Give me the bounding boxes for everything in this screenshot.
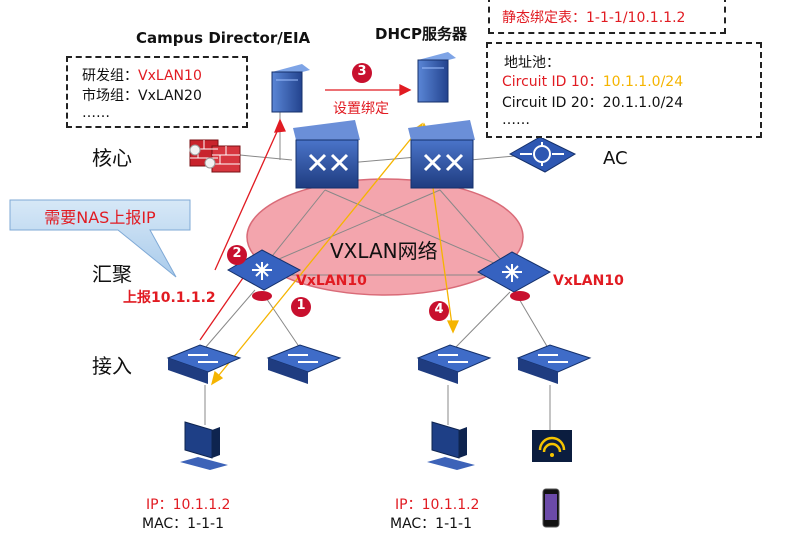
group-line-1: 研发组：VxLAN10	[82, 65, 202, 85]
dhcp-server-label: DHCP服务器	[375, 25, 468, 43]
ac-controller-icon	[508, 136, 577, 173]
pool-line-3: ……	[502, 112, 530, 128]
host-left-ip: IP：10.1.1.2	[146, 497, 231, 513]
host-right-mac: MAC：1-1-1	[390, 516, 473, 532]
group-line-1-value: VxLAN10	[138, 68, 202, 84]
aggregation-switch-right-icon	[476, 251, 552, 301]
access-switch-3-icon	[416, 344, 492, 384]
host-left-mac: MAC：1-1-1	[142, 516, 225, 532]
dhcp-server-icon	[417, 52, 456, 103]
access-switch-4-icon	[516, 344, 592, 384]
set-binding-arrow	[325, 83, 412, 97]
pool-title: 地址池：	[504, 55, 560, 71]
step-marker-2	[227, 245, 247, 265]
core-switch-left-icon	[293, 120, 360, 189]
step-marker-3	[352, 63, 372, 83]
campus-director-server-icon	[271, 64, 310, 113]
step-4-label: 4	[434, 302, 444, 317]
group-box: 研发组：VxLAN10 市场组：VxLAN20 ……	[66, 56, 248, 128]
set-binding-label: 设置绑定	[333, 101, 389, 117]
vxlan-left-label: VxLAN10	[296, 273, 367, 289]
core-switch-right-icon	[408, 120, 475, 189]
ac-label: AC	[603, 148, 628, 169]
access-switch-1-icon	[166, 344, 242, 384]
pool-line-1-label: Circuit ID 10：	[502, 74, 603, 90]
step-marker-1	[291, 297, 311, 317]
vxlan-network-label: VXLAN网络	[330, 239, 438, 263]
group-line-3: ……	[82, 105, 110, 121]
pc-left-icon	[180, 421, 228, 470]
host-right-ip: IP：10.1.1.2	[395, 497, 480, 513]
pool-line-1-value: 10.1.1.0/24	[602, 74, 684, 90]
step-3-label: 3	[357, 64, 367, 79]
address-pool-box: 地址池： Circuit ID 10：10.1.1.0/24 Circuit I…	[486, 42, 762, 138]
vxlan-right-label: VxLAN10	[553, 273, 624, 289]
network-links	[204, 110, 551, 430]
layer-aggregation-label: 汇聚	[92, 262, 132, 286]
step-2-label: 2	[232, 246, 242, 261]
phone-icon	[542, 488, 560, 528]
vxlan-network-ellipse	[246, 178, 524, 296]
pc-right-icon	[427, 421, 475, 470]
layer-core-label: 核心	[92, 146, 132, 170]
static-binding-box: 静态绑定表：1-1-1/10.1.1.2	[488, 0, 726, 34]
static-binding-text: 静态绑定表：1-1-1/10.1.1.2	[502, 10, 686, 26]
aggregation-switch-left-icon	[226, 249, 302, 301]
pool-line-1: Circuit ID 10：10.1.1.0/24	[502, 71, 683, 91]
wifi-icon	[532, 430, 572, 462]
group-line-2: 市场组：VxLAN20	[82, 88, 202, 104]
report-ip-label: 上报10.1.1.2	[123, 290, 216, 306]
group-line-1-label: 研发组：	[82, 68, 138, 84]
callout-text: 需要NAS上报IP	[44, 208, 156, 227]
pool-line-2: Circuit ID 20：20.1.1.0/24	[502, 95, 684, 111]
step-1-label: 1	[296, 298, 306, 313]
firewall-icon	[189, 139, 241, 173]
campus-director-label: Campus Director/EIA	[136, 29, 311, 47]
red-report-arrow	[199, 118, 286, 341]
step-markers	[227, 63, 449, 321]
layer-access-label: 接入	[92, 354, 132, 378]
step-marker-4	[429, 301, 449, 321]
access-switch-2-icon	[266, 344, 342, 384]
